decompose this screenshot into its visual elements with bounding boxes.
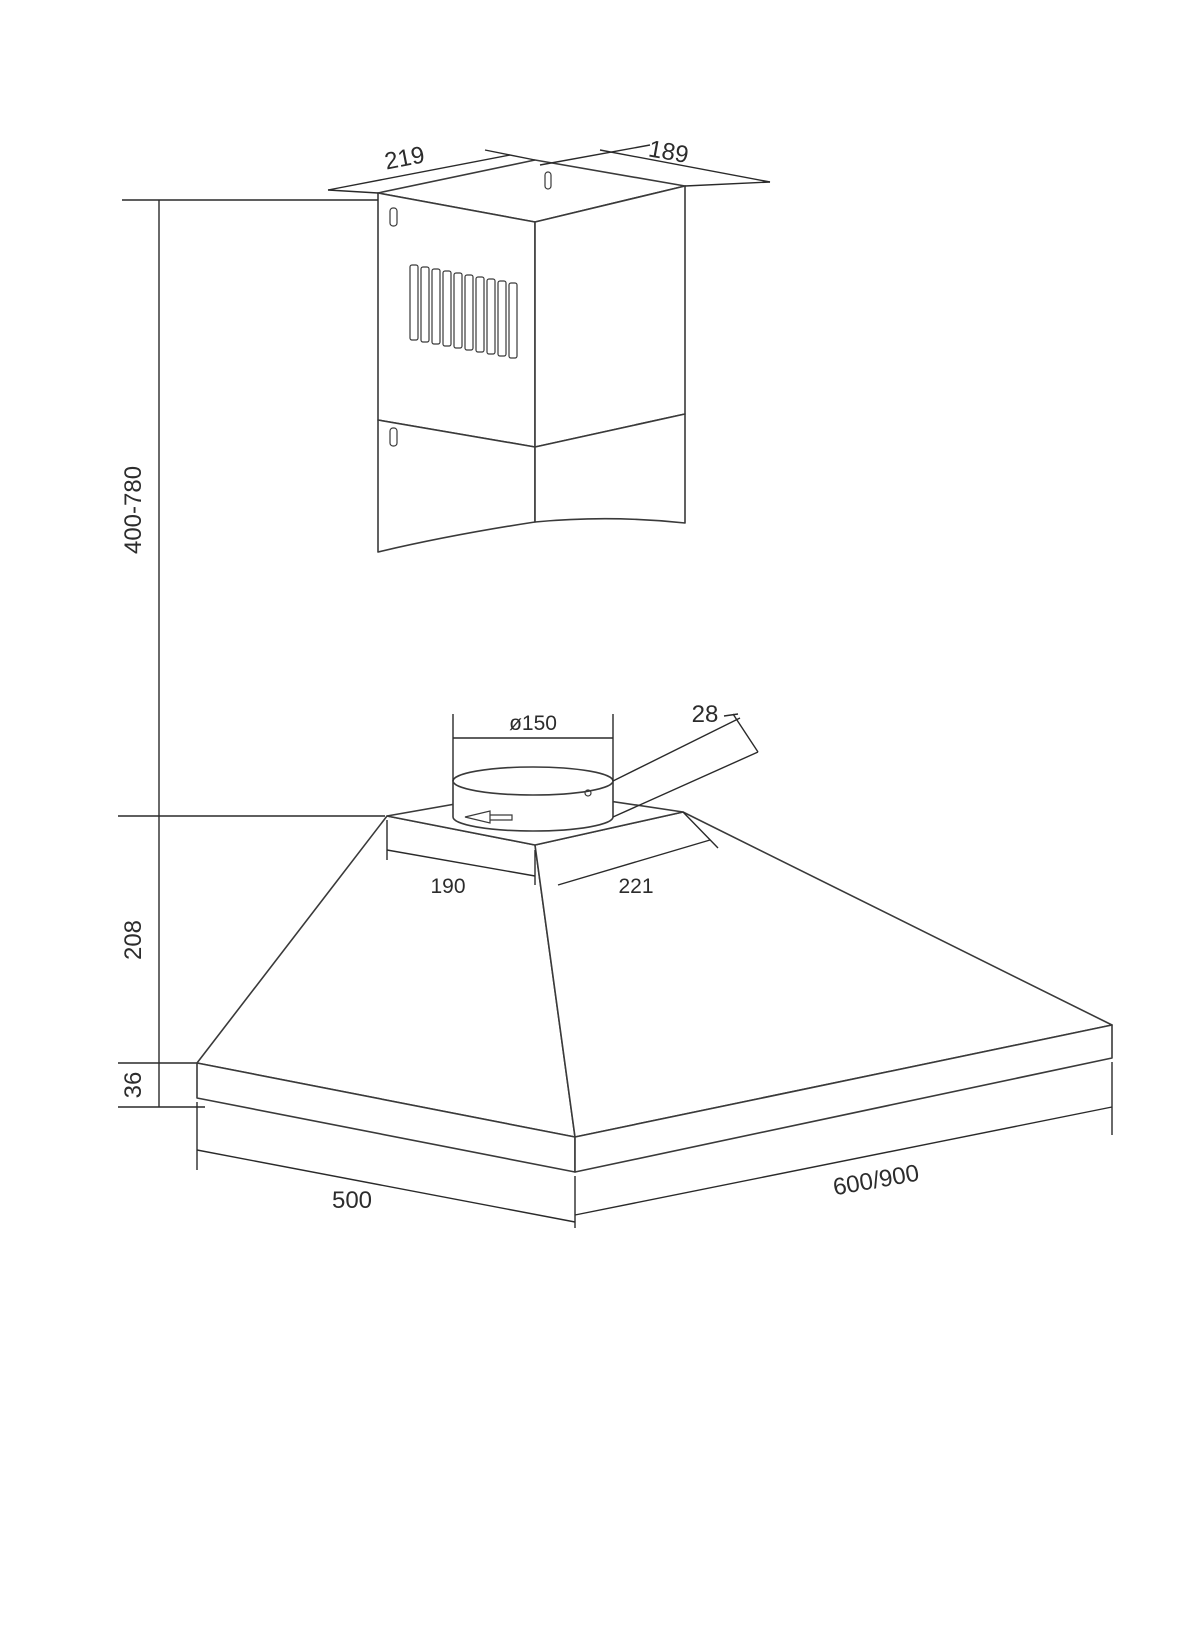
chimney-width-dimension <box>327 149 536 194</box>
outlet-collar <box>452 766 614 832</box>
top-width-label: 190 <box>430 875 465 898</box>
mount-slot-2 <box>389 427 398 447</box>
outlet-diameter-dimension <box>452 714 614 781</box>
collar-height-label: 28 <box>692 701 719 728</box>
chimney-height-range-label: 400-780 <box>120 466 147 554</box>
base-band-right <box>574 1024 1113 1173</box>
chimney-depth-dimension <box>539 144 771 187</box>
chimney-depth-label: 189 <box>646 135 690 169</box>
base-band-height-label: 36 <box>120 1072 147 1099</box>
top-depth-label: 221 <box>618 875 653 898</box>
vertical-dimension-lines <box>118 199 385 1108</box>
chimney-side-face-lower <box>534 413 686 524</box>
chimney-width-label: 219 <box>382 141 426 175</box>
outlet-diameter-label: ø150 <box>509 712 557 735</box>
mount-slot-3 <box>544 171 552 190</box>
base-width-dimension <box>574 1062 1113 1216</box>
top-depth-dimension <box>557 811 719 886</box>
vent-louvres <box>409 264 518 359</box>
canopy-body <box>196 789 1113 1173</box>
base-depth-dimension <box>196 1102 576 1228</box>
collar-height-dimension <box>612 713 759 818</box>
chimney-cover <box>377 159 686 553</box>
canopy-height-label: 208 <box>120 920 147 960</box>
collar-rivet <box>584 789 592 797</box>
top-width-dimension <box>386 820 536 885</box>
chimney-side-face-upper <box>534 185 686 448</box>
base-width-label: 600/900 <box>831 1160 921 1202</box>
base-depth-label: 500 <box>332 1187 372 1214</box>
airflow-arrow-icon <box>464 810 513 824</box>
mount-slot-1 <box>389 207 398 227</box>
chimney-front-face-upper <box>377 192 536 448</box>
